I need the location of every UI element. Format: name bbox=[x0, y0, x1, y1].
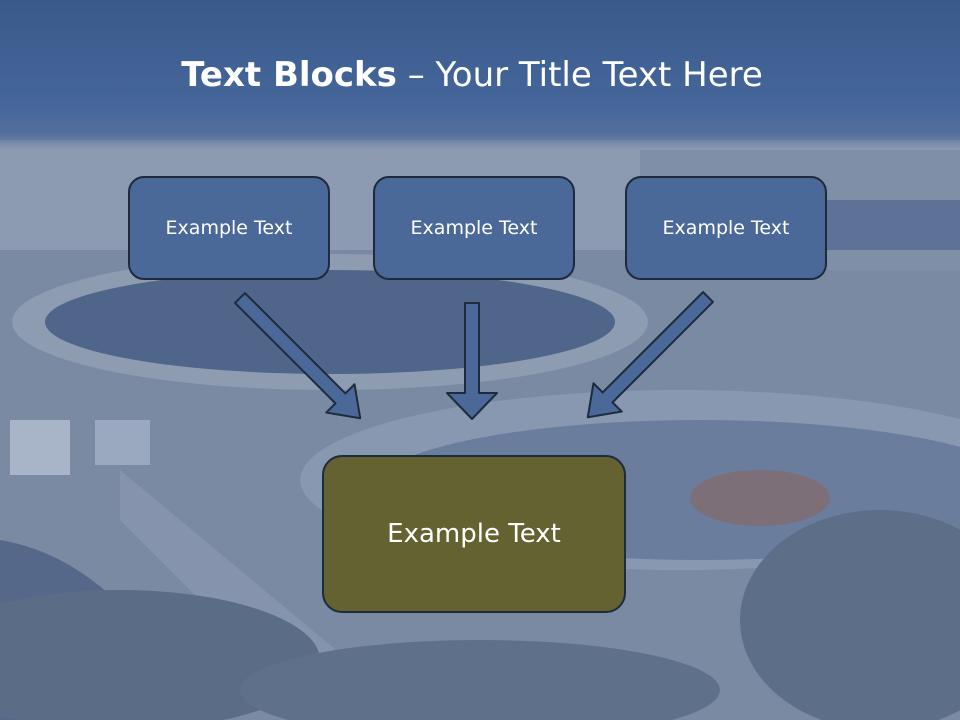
main-text-block-label: Example Text bbox=[387, 519, 561, 549]
text-block-2-label: Example Text bbox=[410, 217, 538, 239]
main-text-block[interactable]: Example Text bbox=[322, 455, 626, 613]
arrow-center bbox=[446, 302, 498, 420]
text-block-2[interactable]: Example Text bbox=[373, 176, 575, 280]
text-block-3[interactable]: Example Text bbox=[625, 176, 827, 280]
text-block-1[interactable]: Example Text bbox=[128, 176, 330, 280]
title-bold: Text Blocks bbox=[181, 55, 397, 95]
header-band bbox=[0, 0, 960, 150]
text-block-1-label: Example Text bbox=[165, 217, 293, 239]
arrow-left bbox=[234, 292, 362, 420]
arrow-right bbox=[586, 291, 714, 419]
title-rest: Your Title Text Here bbox=[435, 55, 763, 95]
text-block-3-label: Example Text bbox=[662, 217, 790, 239]
slide-title: Text Blocks – Your Title Text Here bbox=[0, 52, 944, 98]
title-separator: – bbox=[407, 55, 425, 95]
